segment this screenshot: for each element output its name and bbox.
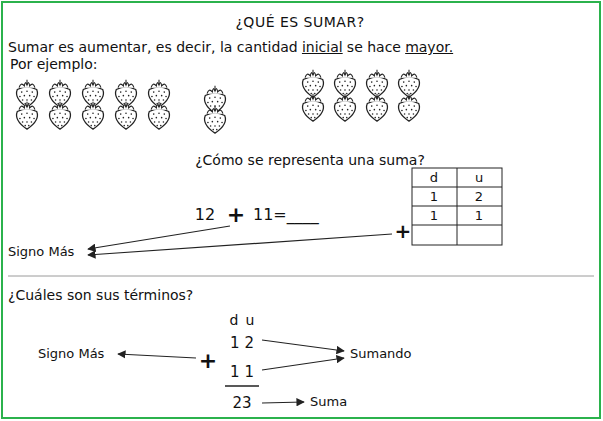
table-cell: 2 [475,189,483,205]
frame-border [2,2,600,418]
column-header: d [230,312,239,329]
sum-bar [225,385,259,386]
table-cell: d [430,170,438,186]
plus-sign: + [395,219,412,243]
callout-label: Signo Más [8,244,74,260]
table-cell: 1 [430,189,438,205]
underlined-word: inicial [302,39,343,55]
example-label: Por ejemplo: [10,56,98,73]
worksheet-title: ¿QUÉ ES SUMAR? [235,14,364,31]
table-cell: u [475,170,483,186]
addend-number: 12 [195,205,215,224]
leader-arrows [88,226,392,403]
section-heading: ¿Cómo se representa una suma? [195,152,425,169]
definition-text: se hace [347,39,401,55]
callout-label: Suma [310,394,347,410]
addend-number: 1 2 [230,334,254,352]
table-cell: 1 [475,208,483,224]
definition-line: Sumar es aumentar, es decir, la cantidad… [8,39,457,56]
callout-label: Sumando [350,346,412,362]
strawberry-illustration [17,70,420,133]
definition-text: Sumar es aumentar, es decir, la cantidad [8,39,298,55]
divider-line [8,276,594,277]
column-header: u [246,312,255,329]
plus-sign: + [227,202,245,228]
sum-number: 23 [232,394,251,412]
place-value-table [412,168,502,245]
addend-number: 1 1 [230,363,254,381]
table-cell: 1 [430,208,438,224]
underlined-word: mayor. [405,39,453,55]
plus-sign: + [199,348,217,374]
section-heading: ¿Cuáles son sus términos? [8,287,193,304]
addend-blank: 11=____ [253,205,319,224]
callout-label: Signo Más [38,346,104,362]
